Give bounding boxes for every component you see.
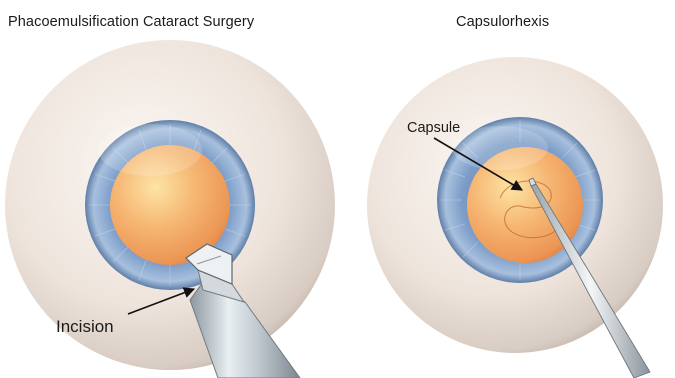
capsule-label: Capsule [407, 120, 460, 136]
left-eye [5, 40, 335, 370]
incision-label: Incision [56, 317, 114, 337]
right-cornea-highlight [452, 126, 548, 170]
panel-title-phaco: Phacoemulsification Cataract Surgery [8, 14, 254, 30]
panel-title-capsulorhexis: Capsulorhexis [456, 14, 549, 30]
right-eye [367, 57, 663, 353]
left-cornea-highlight [98, 124, 202, 176]
